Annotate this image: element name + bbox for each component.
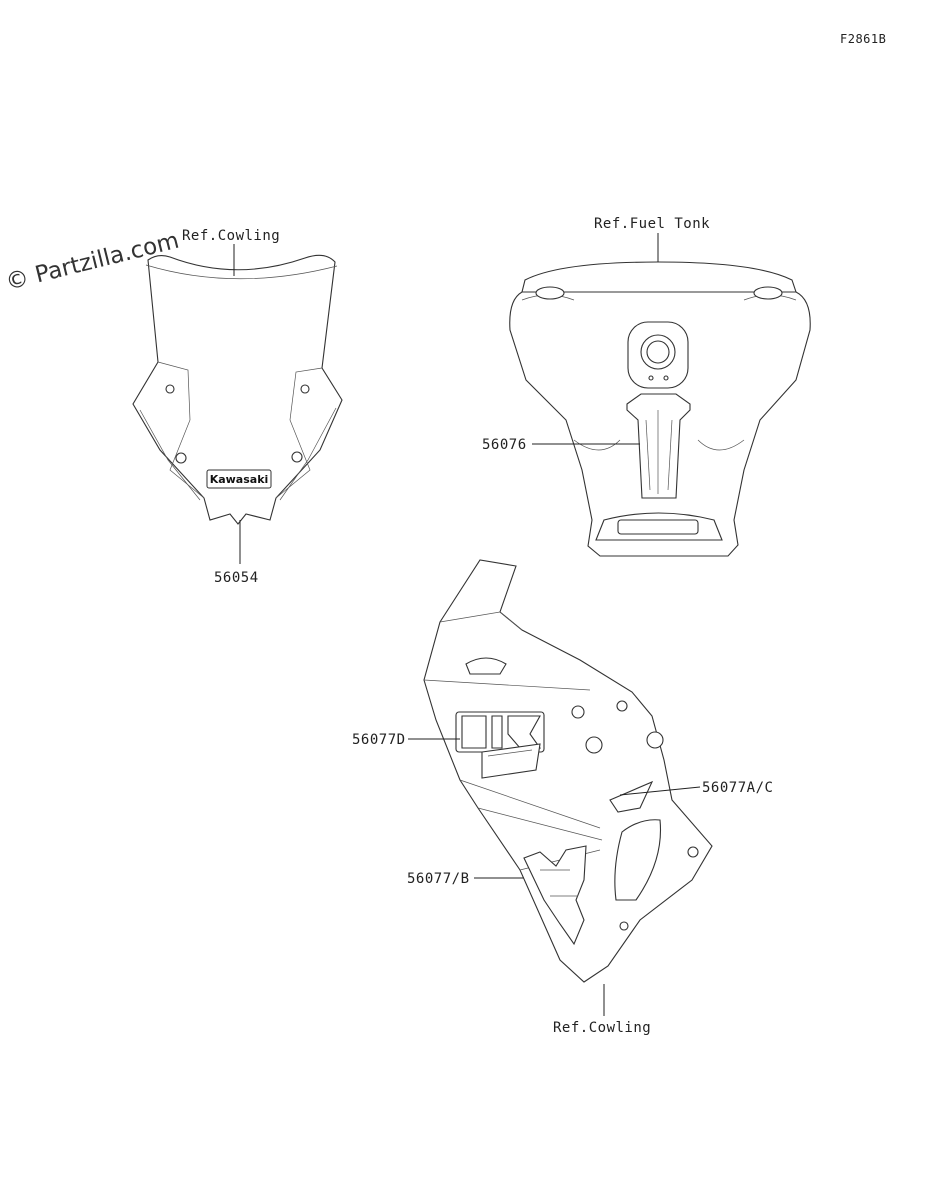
label-56054: 56054 <box>214 570 259 586</box>
windshield-kawasaki-logo: Kawasaki <box>210 473 269 486</box>
label-56077B: 56077/B <box>407 871 470 887</box>
windshield-drawing: Kawasaki <box>132 254 343 525</box>
side-cowl-drawing <box>423 559 713 983</box>
fuel-tank-drawing <box>509 261 811 557</box>
label-56076: 56076 <box>482 437 527 453</box>
label-ref-cowling-top: Ref.Cowling <box>182 228 280 244</box>
label-56077AC: 56077A/C <box>702 780 773 796</box>
leader-56077AC <box>619 786 701 796</box>
label-ref-cowling-bottom: Ref.Cowling <box>553 1020 651 1036</box>
diagram-code: F2861B <box>840 32 886 46</box>
label-56077D: 56077D <box>352 732 406 748</box>
label-ref-fuel-tank: Ref.Fuel Tonk <box>594 216 710 232</box>
